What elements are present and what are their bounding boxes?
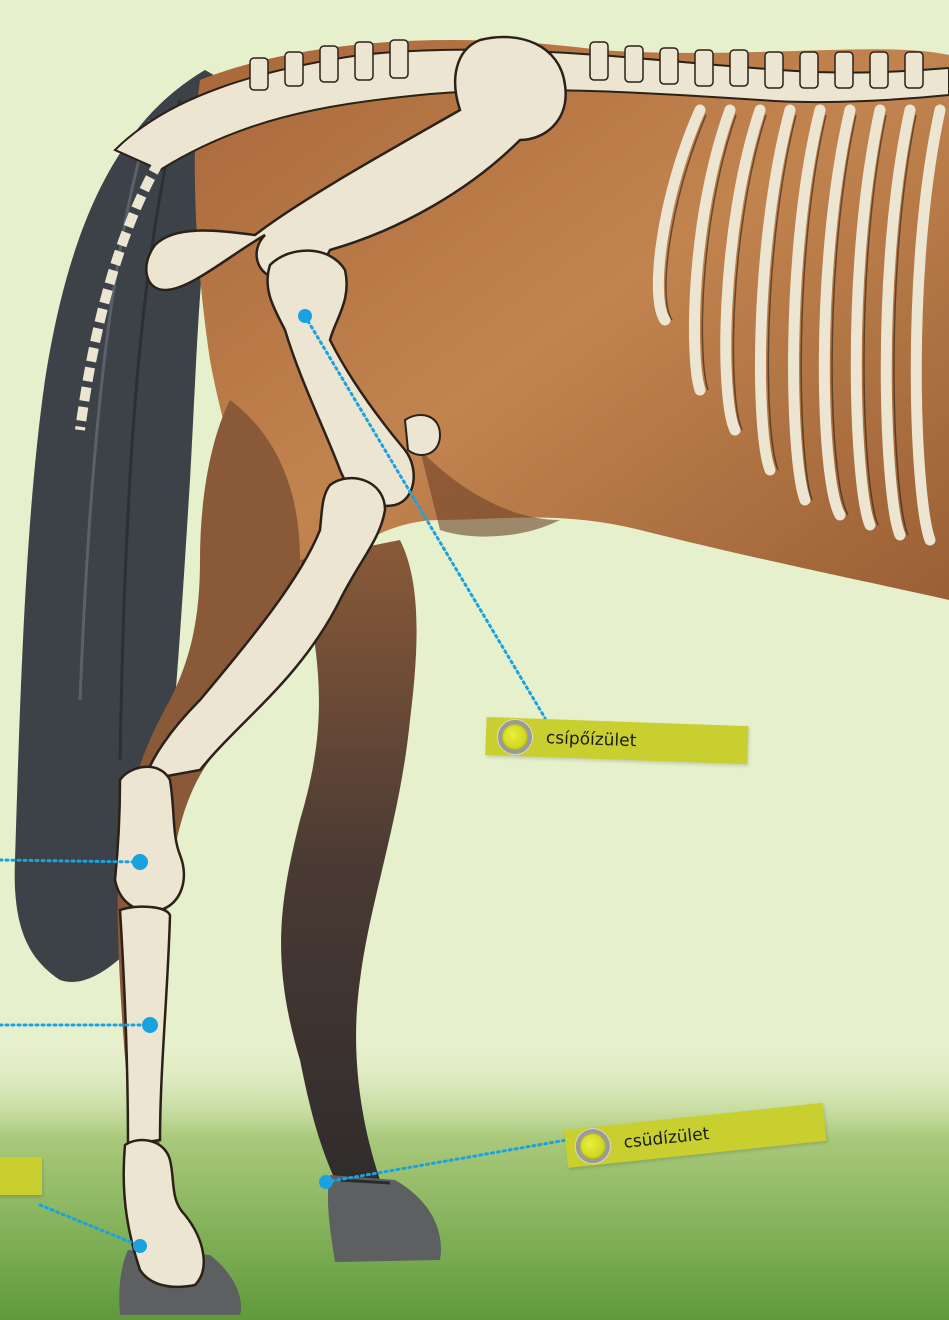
dot-hip	[298, 309, 312, 323]
label-ring-icon	[574, 1127, 611, 1164]
dot-hock	[132, 854, 148, 870]
patella	[405, 415, 440, 455]
dot-fetlock	[319, 1175, 333, 1189]
label-ring-icon	[497, 719, 532, 754]
fetlock-joint-text: csüdízület	[623, 1124, 711, 1153]
dot-cannon	[142, 1017, 158, 1033]
cropped-label	[0, 1157, 42, 1195]
dot-coffin	[133, 1239, 147, 1253]
hip-joint-text: csípőízület	[546, 728, 637, 751]
